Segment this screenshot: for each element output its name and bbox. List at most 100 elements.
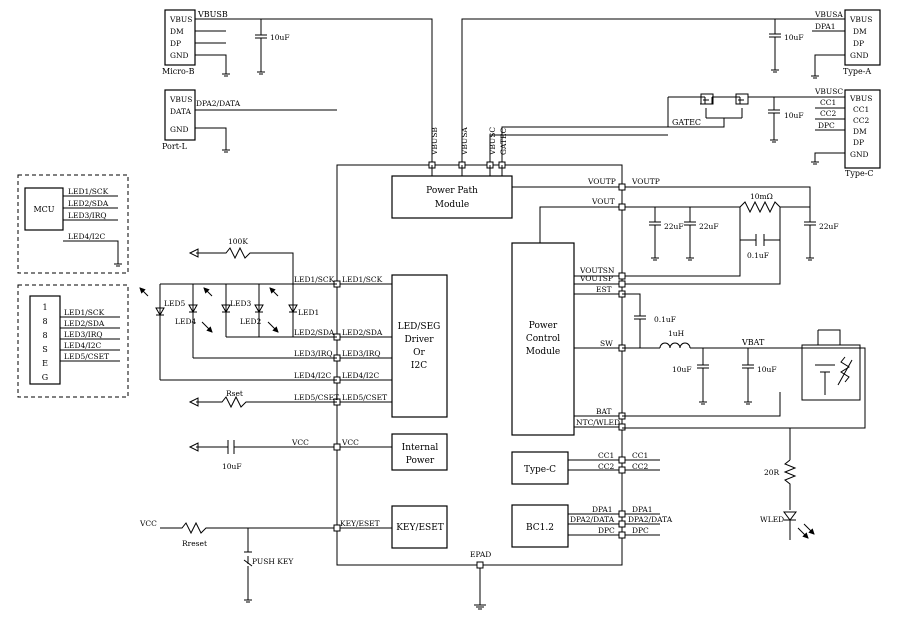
svg-text:LED1/SCK: LED1/SCK [294,275,335,284]
svg-text:Control: Control [526,334,560,344]
vcc-ext-label: VCC [139,519,157,528]
svg-text:LED5/CSET: LED5/CSET [342,393,387,402]
svg-text:10uF: 10uF [784,33,804,42]
svg-text:CC1: CC1 [853,105,869,114]
net-label-voutp-out: VOUTP [631,177,660,186]
svg-text:Power Path: Power Path [426,186,478,196]
rset-resistor: Rset [188,389,337,409]
svg-text:Micro-B: Micro-B [162,67,195,76]
svg-text:8: 8 [42,331,47,340]
vout-caps: 22uF 22uF [649,207,719,261]
svg-text:22uF: 22uF [819,222,839,231]
sense-resistor: 10mΩ 0.1uF [739,192,810,260]
led-seg-driver: LED/SEG Driver Or I2C [391,274,448,418]
svg-text:LED2/SDA: LED2/SDA [64,319,105,328]
svg-text:CC1: CC1 [820,98,836,107]
svg-text:Driver: Driver [404,335,434,345]
svg-text:LED2/SDA: LED2/SDA [294,328,335,337]
svg-text:Type-A: Type-A [843,67,871,76]
svg-text:DP: DP [170,39,181,48]
svg-text:Internal: Internal [402,443,439,453]
svg-text:VCC: VCC [291,438,309,447]
svg-text:CC2: CC2 [598,462,614,471]
svg-text:Or: Or [413,348,425,358]
net-label-dpa1-top: DPA1 [815,22,836,31]
svg-text:LED/SEG: LED/SEG [398,322,441,332]
svg-text:I2C: I2C [411,361,427,371]
svg-text:Power: Power [529,321,558,331]
vbat-caps: 10uF 10uF [672,348,777,405]
svg-text:VBUS: VBUS [849,94,872,103]
micro-b-connector: VBUS DM DP GND Micro-B [162,9,196,76]
svg-text:LED2: LED2 [240,317,261,326]
svg-text:10uF: 10uF [270,33,290,42]
svg-text:DPA2/DATA: DPA2/DATA [628,515,673,524]
inductor: 1uH [659,329,691,349]
cap-gatec: 10uF [768,97,804,143]
svg-text:Power: Power [406,456,435,466]
svg-text:KEY/ESET: KEY/ESET [396,523,444,533]
svg-text:DPC: DPC [632,526,649,535]
type-a-connector: VBUS DM DP GND Type-A [843,9,881,76]
power-path-module: Power Path Module [391,175,513,219]
led-pullup-resistor: 100K [188,237,294,284]
net-label-vbusb: VBUSB [197,10,228,19]
svg-text:LED4/I2C: LED4/I2C [294,371,332,380]
svg-text:10uF: 10uF [672,365,692,374]
battery-pack [801,329,861,401]
svg-text:DPA1: DPA1 [632,505,653,514]
seg-display-box: 1 8 8 S E G LED1/SCK LED2/SDA LED3/IRQ L… [17,284,129,398]
svg-text:Module: Module [526,347,560,357]
svg-text:CC2: CC2 [632,462,648,471]
svg-text:Module: Module [435,200,469,210]
svg-text:E: E [42,359,48,368]
svg-text:8: 8 [42,317,47,326]
svg-text:CC1: CC1 [598,451,614,460]
internal-power-block: Internal Power [391,433,448,471]
bc12-block: BC1.2 [511,504,569,548]
mosfet-pair [668,93,760,128]
pin-vbusa: VBUSA [460,127,469,156]
net-label-vbusc-top: VBUSC [814,87,843,96]
svg-text:LED5/CSET: LED5/CSET [294,393,339,402]
svg-text:DPC: DPC [818,121,835,130]
svg-text:22uF: 22uF [699,222,719,231]
svg-text:LED3/IRQ: LED3/IRQ [294,349,333,358]
gatec-label: GATEC [672,118,701,127]
svg-text:VOUTSN: VOUTSN [579,266,615,275]
svg-text:LED1/SCK: LED1/SCK [342,275,383,284]
svg-text:LED1/SCK: LED1/SCK [68,187,109,196]
ic-outline [336,164,623,566]
svg-text:EST: EST [596,285,612,294]
svg-text:LED3/IRQ: LED3/IRQ [68,211,107,220]
svg-text:Rset: Rset [226,389,243,398]
svg-text:DP: DP [853,138,864,147]
svg-text:LED1: LED1 [298,308,319,317]
svg-text:10uF: 10uF [757,365,777,374]
key-eset-block: KEY/ESET [391,505,448,549]
svg-text:LED3/IRQ: LED3/IRQ [342,349,381,358]
svg-text:100K: 100K [228,237,248,246]
svg-text:DM: DM [853,127,867,136]
svg-text:DPA2/DATA: DPA2/DATA [570,515,615,524]
svg-text:MCU: MCU [33,205,54,214]
svg-text:VBUS: VBUS [169,95,192,104]
svg-text:DPC: DPC [598,526,615,535]
net-label-port-l-data: DPA2/DATA [196,99,241,108]
svg-text:LED4/I2C: LED4/I2C [68,232,106,241]
svg-text:LED5/CSET: LED5/CSET [64,352,109,361]
cap-type-a: 10uF [769,19,804,73]
svg-text:20R: 20R [764,468,780,477]
svg-text:PUSH KEY: PUSH KEY [252,557,294,566]
cap-vout3: 22uF [804,207,839,261]
svg-text:VCC: VCC [341,438,359,447]
svg-text:LED4/I2C: LED4/I2C [342,371,380,380]
pin-vbusb: VBUSB [430,127,439,156]
svg-text:KEY/ESET: KEY/ESET [340,519,380,528]
epad-label: EPAD [470,550,491,559]
svg-text:VBUS: VBUS [849,15,872,24]
mcu-box: MCU LED1/SCK LED2/SDA LED3/IRQ LED4/I2C [17,174,129,274]
svg-text:S: S [42,345,47,354]
svg-text:SW: SW [600,339,613,348]
